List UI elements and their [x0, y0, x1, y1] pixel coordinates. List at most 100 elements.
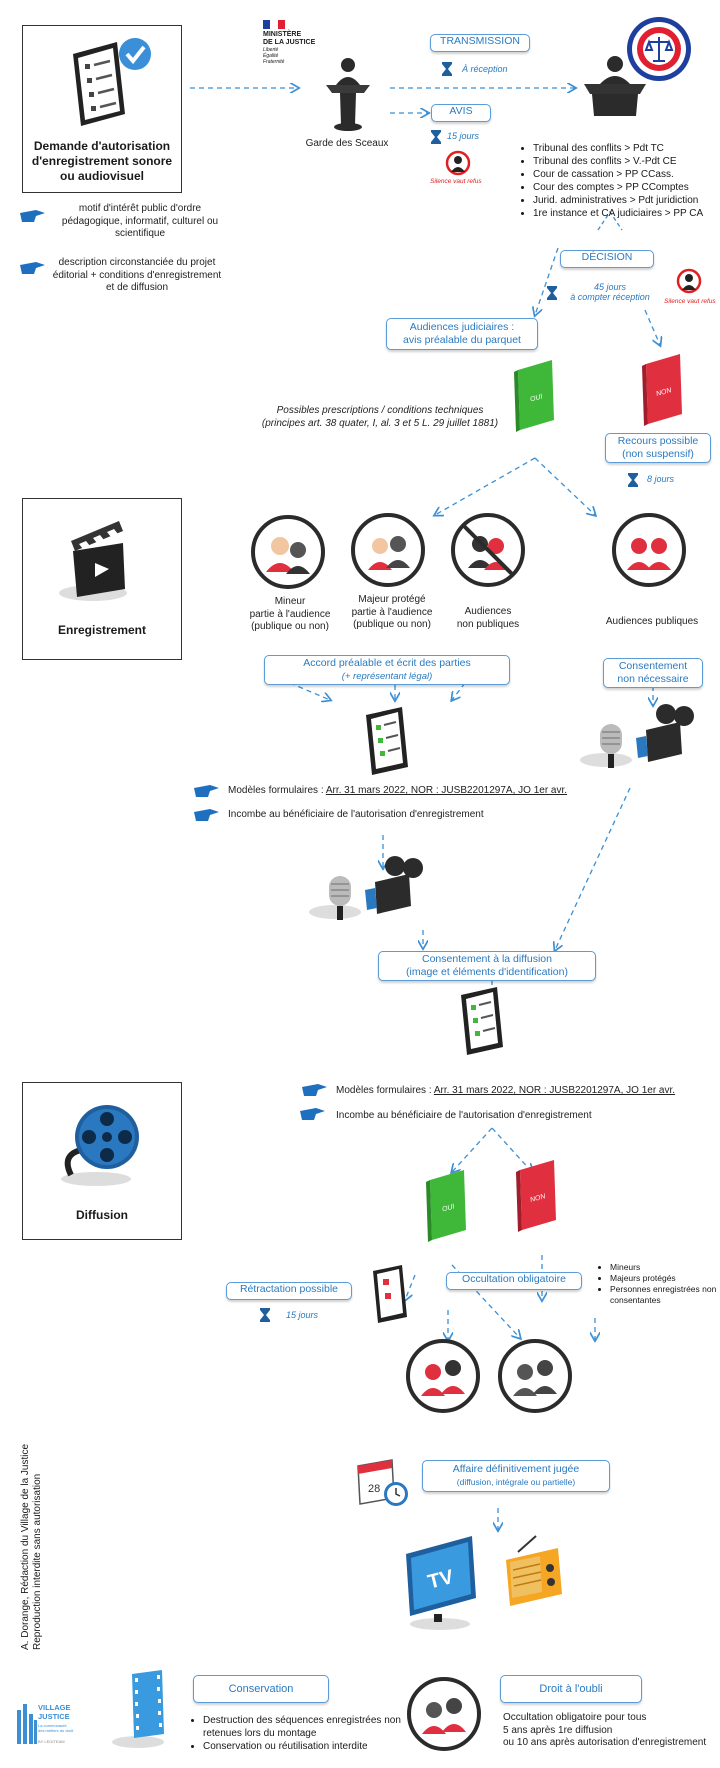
hourglass-icon [442, 62, 452, 76]
form-tablet-icon [461, 987, 503, 1055]
garde-des-sceaux-label: Garde des Sceaux [305, 138, 389, 149]
arrow-accord-3 [452, 682, 466, 700]
arrow-decision-non [644, 309, 660, 345]
diffusion-box: Diffusion [22, 1082, 182, 1240]
decision-label: DÉCISION [560, 250, 654, 268]
form-tablet-icon [366, 707, 408, 775]
checklist-icon [73, 38, 151, 126]
juridictions-list: Tribunal des conflits > Pdt TC Tribunal … [520, 142, 720, 220]
occultation-label: Occultation obligatoire [446, 1272, 582, 1290]
credit-text: A. Dorange, Rédaction du Village de la J… [20, 1443, 43, 1650]
enregistrement-box: Enregistrement [22, 498, 182, 660]
microphone-camera-icon [309, 856, 423, 920]
avis-label: AVIS [431, 104, 491, 122]
non-book-icon: NON [642, 354, 682, 426]
retractation-delay: 15 jours [286, 1310, 319, 1320]
arrow-split-oui [452, 1127, 493, 1172]
pointing-hand-icon [194, 809, 219, 821]
occultation-item: Personnes enregistrées non consentantes [610, 1284, 717, 1306]
svg-text:28: 28 [368, 1483, 380, 1495]
juridiction-item: Cour des comptes > PP CComptes [533, 181, 720, 194]
occultation-item: Mineurs [610, 1262, 717, 1273]
audience-publique-text: Audiences publiques [605, 616, 699, 627]
speaker-podium-icon [326, 58, 370, 131]
arrow-decision-oui [535, 247, 559, 315]
persons-visible-icon [406, 1339, 480, 1413]
modeles-formulaires-1: Modèles formulaires : Arr. 31 mars 2022,… [228, 785, 568, 796]
demande-box: Demande d'autorisation d'enregistrement … [22, 25, 182, 193]
affaire-label: Affaire définitivement jugée (diffusion,… [422, 1460, 610, 1492]
oui-book-icon: OUI [426, 1170, 466, 1242]
mineur-icon [251, 515, 325, 589]
silence-refusal-icon [445, 150, 471, 176]
svg-text:OUI: OUI [441, 1203, 455, 1213]
decision-silence: Silence vaut refus [664, 298, 716, 305]
majeur-protege-icon [351, 513, 425, 587]
conservation-label: Conservation [193, 1675, 329, 1703]
radio-icon [506, 1535, 562, 1606]
juridiction-item: Tribunal des conflits > V.-Pdt CE [533, 155, 720, 168]
retractation-label: Rétractation possible [226, 1282, 352, 1300]
svg-text:NON: NON [529, 1193, 547, 1204]
demande-title: Demande d'autorisation d'enregistrement … [31, 139, 173, 183]
non-form-tablet-icon [373, 1265, 407, 1323]
juridiction-item: 1re instance et CA judiciaires > PP CA [533, 207, 720, 220]
arrow-decision-top [597, 210, 623, 231]
tv-icon: TV [406, 1536, 476, 1630]
film-strip-icon [112, 1670, 164, 1748]
arrow-oui-right [534, 457, 595, 515]
svg-text:OUI: OUI [529, 393, 543, 403]
consentement-diffusion-label: Consentement à la diffusion (image et él… [378, 951, 596, 981]
recours-delay: 8 jours [647, 474, 675, 484]
pointing-hand-icon [194, 785, 219, 797]
judge-icon [584, 56, 646, 116]
calendar-clock-icon: 28 [357, 1459, 408, 1506]
incombe-2: Incombe au bénéficiaire de l'autorisatio… [336, 1110, 592, 1121]
avis-delay: 15 jours [447, 131, 480, 141]
hourglass-icon [431, 130, 441, 144]
film-reel-icon [61, 1105, 139, 1186]
audience-majeur-text: Majeur protégé partie à l'audience (publ… [351, 594, 433, 630]
hourglass-icon [547, 286, 557, 300]
non-book-icon: NON [516, 1160, 556, 1232]
pointing-hand-icon [302, 1084, 327, 1096]
svg-text:NON: NON [655, 387, 673, 398]
microphone-camera-icon [580, 704, 694, 768]
transmission-label: TRANSMISSION [430, 34, 530, 52]
decision-delay: 45 jours à compter réception [570, 282, 650, 302]
silence-refusal-icon [676, 268, 702, 294]
juridiction-item: Jurid. administratives > Pdt juridiction [533, 194, 720, 207]
diffusion-title: Diffusion [76, 1208, 128, 1222]
juridiction-item: Cour de cassation > PP CCass. [533, 168, 720, 181]
flag-icon [263, 20, 285, 29]
audiences-non-publiques-icon [451, 513, 525, 587]
village-justice-logo: VILLAGE JUSTICE La communauté des métier… [16, 1670, 76, 1746]
pointing-hand-icon [300, 1108, 325, 1120]
recours-label: Recours possible (non suspensif) [605, 433, 711, 463]
condition-2: description circonstanciée du projet édi… [52, 257, 222, 293]
audiences-judiciaires-label: Audiences judiciaires : avis préalable d… [386, 318, 538, 350]
oui-book-icon: OUI [514, 360, 554, 432]
audiences-publiques-icon [612, 513, 686, 587]
occultation-list: Mineurs Majeurs protégés Personnes enreg… [597, 1262, 717, 1306]
enregistrement-title: Enregistrement [57, 623, 147, 637]
audience-mineur-text: Mineur partie à l'audience (publique ou … [249, 596, 331, 632]
incombe-1: Incombe au bénéficiaire de l'autorisatio… [228, 809, 484, 820]
arrow-oui-retract [405, 1274, 416, 1300]
conservation-item: Conservation ou réutilisation interdite [203, 1740, 405, 1753]
conservation-list: Destruction des séquences enregistrées n… [190, 1714, 405, 1753]
arrow-oui-left [435, 457, 536, 515]
accord-label: Accord préalable et écrit des parties (+… [264, 655, 510, 685]
consentement-label: Consentement non nécessaire [603, 658, 703, 688]
avis-silence: Silence vaut refus [430, 178, 482, 185]
arrow-public-diffusion [555, 787, 631, 950]
arrow-accord-1 [289, 682, 330, 700]
arrow-oui-occult [451, 1264, 520, 1338]
hourglass-icon [628, 473, 638, 487]
modeles-formulaires-2: Modèles formulaires : Arr. 31 mars 2022,… [336, 1085, 676, 1096]
persons-masked-icon [407, 1677, 481, 1751]
droit-oubli-label: Droit à l'oubli [500, 1675, 642, 1703]
justice-scale-badge-icon [627, 17, 691, 81]
village-logo-mark-icon [17, 1704, 37, 1744]
